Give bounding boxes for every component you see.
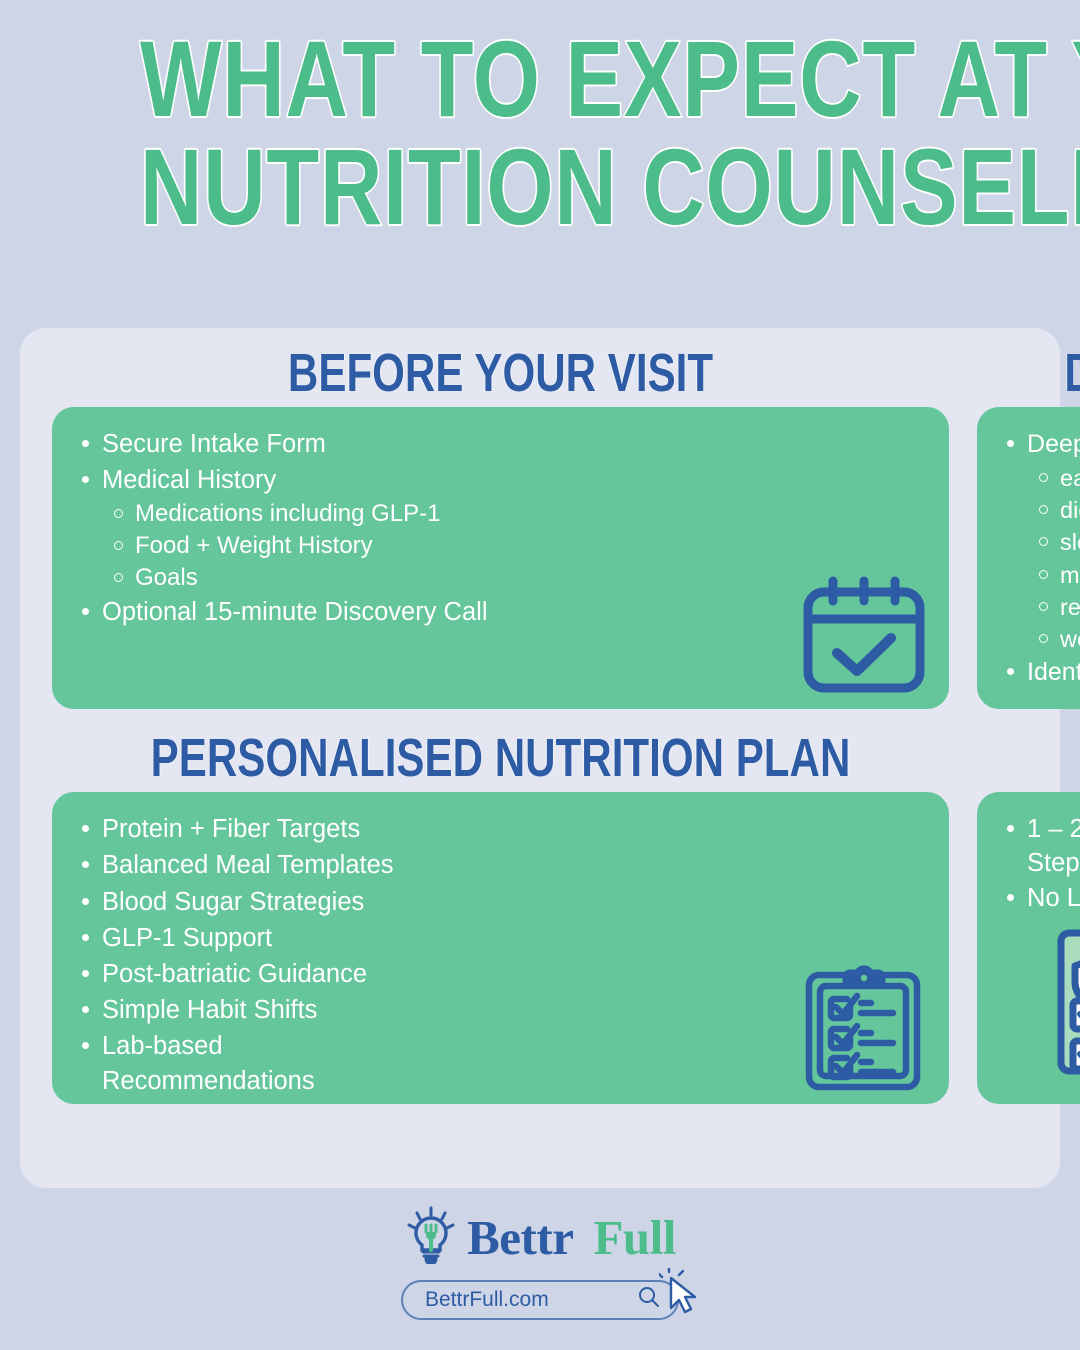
list-item-label: Identify Challenges <box>1027 658 1080 687</box>
list-item: Medical History Medications including GL… <box>72 463 929 594</box>
sub-list-item: sleep + stress <box>1027 526 1080 558</box>
sub-list-item: relationship with food <box>1027 591 1080 623</box>
section-during-the-initial-session: DURING THE INITIAL SESSION Deep Dive Int… <box>977 345 1080 710</box>
sections-grid: BEFORE YOUR VISIT Secure Intake Form Med… <box>20 328 1080 1105</box>
list-item-label: Deep Dive Into Lifestyle <box>1027 430 1080 459</box>
magnifier-icon[interactable] <box>637 1285 661 1315</box>
footer: Bettr Full BettrFull.com <box>0 1206 1080 1320</box>
sub-bullet-list: eating patterns digestive symptoms sleep… <box>1027 462 1080 655</box>
page-title-line-1: WHAT TO EXPECT AT YOUR FIRST <box>139 18 1080 139</box>
section-heading: WHAT YOU LEAVE WITH <box>1064 731 1080 786</box>
list-item-label: Secure Intake Form <box>102 430 326 459</box>
list-item: 1 – 2 Clear and Realistic Action Steps <box>997 812 1080 880</box>
bullet-list: Deep Dive Into Lifestyle eating patterns… <box>997 427 1080 689</box>
sub-list-item: Food + Weight History <box>102 530 929 562</box>
section-card: Secure Intake Form Medical History Medic… <box>52 407 950 710</box>
sub-bullet-list: Medications including GLP‑1 Food + Weigh… <box>102 498 929 594</box>
list-item: Post-batriatic Guidance <box>72 957 929 992</box>
clipboard-checklist-icon <box>803 961 923 1098</box>
sub-list-item: movement <box>1027 559 1080 591</box>
page-title-line-2: NUTRITION COUNSELING VISIT <box>139 125 1080 247</box>
section-card: Protein + Fiber Targets Balanced Meal Te… <box>52 792 950 1105</box>
list-item: Secure Intake Form <box>72 427 929 462</box>
list-item: Lab-based Recommendations <box>72 1029 372 1099</box>
calendar-check-icon <box>799 576 929 701</box>
page-title: WHAT TO EXPECT AT YOUR FIRST NUTRITION C… <box>0 0 1080 247</box>
section-what-you-leave-with: WHAT YOU LEAVE WITH 1 – 2 Clear and Real… <box>977 731 1080 1105</box>
section-card: 1 – 2 Clear and Realistic Action Steps N… <box>977 792 1080 1105</box>
website-search-pill[interactable]: BettrFull.com <box>401 1280 679 1320</box>
sub-list-item: Medications including GLP‑1 <box>102 498 929 530</box>
logo-text-full: Full <box>593 1210 676 1265</box>
list-item: Simple Habit Shifts <box>72 993 929 1028</box>
sub-list-item: Goals <box>102 562 929 594</box>
list-item: Deep Dive Into Lifestyle eating patterns… <box>997 427 1080 655</box>
section-card: Deep Dive Into Lifestyle eating patterns… <box>977 407 1080 710</box>
brand-logo[interactable]: Bettr Full <box>0 1206 1080 1269</box>
list-item: Protein + Fiber Targets <box>72 812 929 847</box>
bullet-list: Secure Intake Form Medical History Medic… <box>72 427 929 630</box>
list-item-label: Medical History <box>102 465 277 494</box>
cursor-arrow-icon <box>657 1266 703 1321</box>
list-item: GLP‑1 Support <box>72 921 929 956</box>
section-heading: BEFORE YOUR VISIT <box>287 343 714 403</box>
content-panel: BEFORE YOUR VISIT Secure Intake Form Med… <box>20 328 1080 1188</box>
list-item: Identify Challenges <box>997 655 1080 689</box>
list-item: Blood Sugar Strategies <box>72 885 929 920</box>
search-bar-graphic: BettrFull.com <box>401 1266 697 1320</box>
list-item: No Long List of Rules <box>997 881 1080 915</box>
sub-list-item: eating patterns <box>1027 462 1080 494</box>
list-item: Optional 15‑minute Discovery Call <box>72 595 929 630</box>
sub-list-item: weight + diet history <box>1027 623 1080 655</box>
logo-text-bettr: Bettr <box>467 1210 574 1265</box>
bullet-list: Protein + Fiber Targets Balanced Meal Te… <box>72 812 929 1100</box>
list-item: Balanced Meal Templates <box>72 848 929 883</box>
lightbulb-fork-icon <box>404 1206 458 1269</box>
bullet-list: 1 – 2 Clear and Realistic Action Steps N… <box>997 812 1080 915</box>
sub-list-item: digestive symptoms <box>1027 494 1080 526</box>
list-item-label: Optional 15‑minute Discovery Call <box>102 598 488 627</box>
section-heading: DURING THE INITIAL SESSION <box>1064 345 1080 401</box>
certificate-award-icon <box>1049 925 1080 1100</box>
website-url-text: BettrFull.com <box>425 1288 549 1311</box>
section-personalised-nutrition-plan: PERSONALISED NUTRITION PLAN Protein + Fi… <box>52 728 950 1105</box>
section-heading: PERSONALISED NUTRITION PLAN <box>150 728 851 789</box>
section-before-your-visit: BEFORE YOUR VISIT Secure Intake Form Med… <box>52 343 950 710</box>
